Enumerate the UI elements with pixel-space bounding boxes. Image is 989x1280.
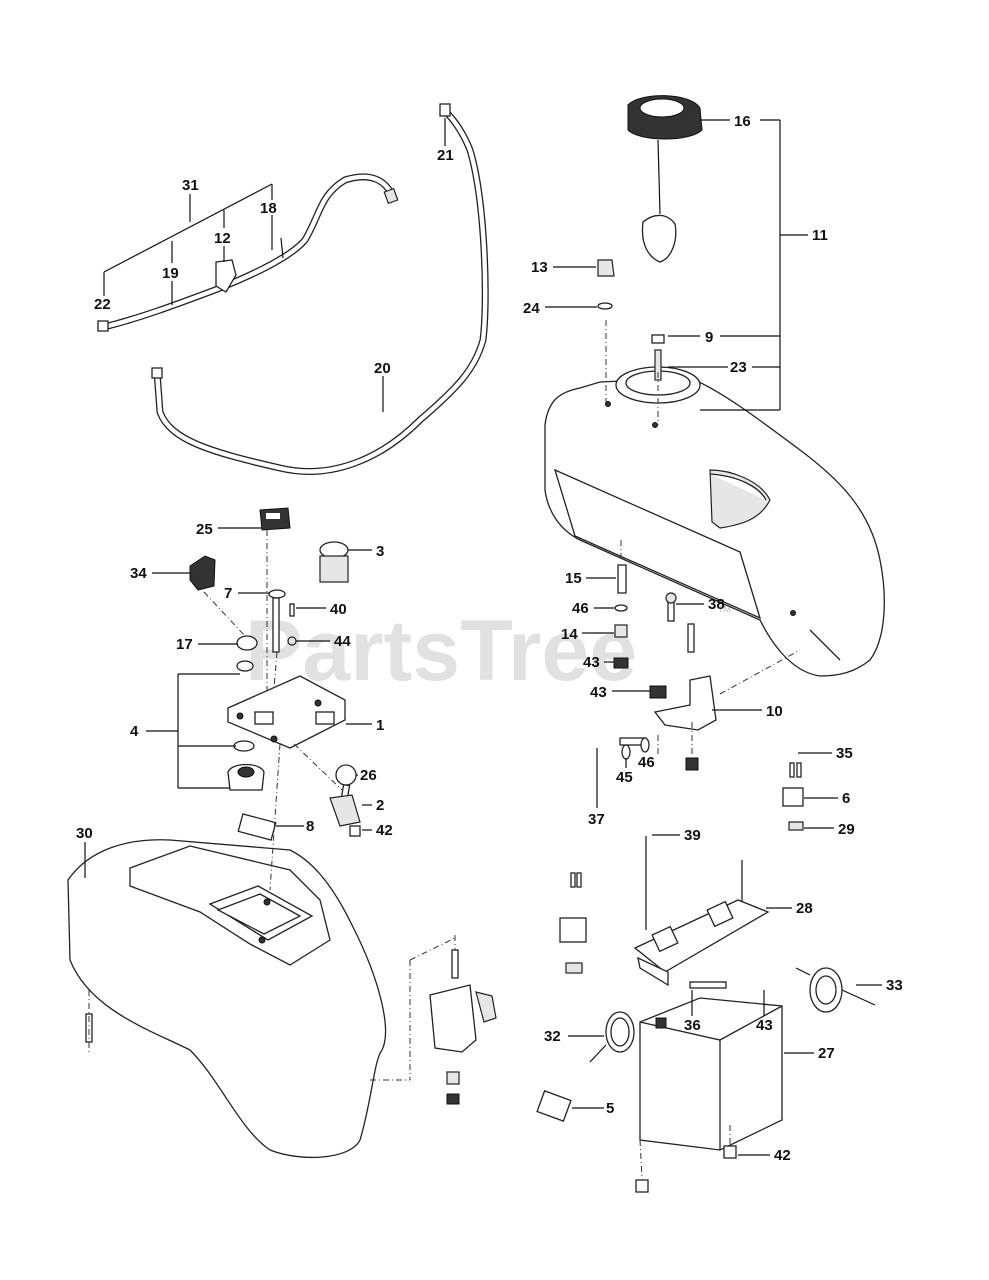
callout-6: 6	[842, 790, 850, 807]
battery-cables	[589, 967, 876, 1063]
callout-1: 1	[376, 717, 384, 734]
callout-13: 13	[531, 259, 548, 276]
callout-7: 7	[224, 585, 232, 602]
callout-8: 8	[306, 818, 314, 835]
callout-42b: 42	[774, 1147, 791, 1164]
callout-9: 9	[705, 329, 713, 346]
callout-28: 28	[796, 900, 813, 917]
callout-42a: 42	[376, 822, 393, 839]
alignment-lines	[88, 320, 801, 1179]
callout-33: 33	[886, 977, 903, 994]
relay-6	[782, 762, 804, 831]
callout-40: 40	[330, 601, 347, 618]
tank-mount-hardware	[613, 564, 717, 771]
nut-42-panel	[349, 825, 361, 837]
callout-26: 26	[360, 767, 377, 784]
switch-8	[237, 813, 277, 841]
callout-27: 27	[818, 1045, 835, 1062]
callout-34: 34	[130, 565, 147, 582]
knob-34	[189, 555, 216, 591]
fuel-cap	[627, 95, 703, 263]
watermark-trademark: TM	[718, 604, 731, 614]
callout-15: 15	[565, 570, 582, 587]
callout-43a: 43	[583, 654, 600, 671]
callout-36: 36	[684, 1017, 701, 1034]
callout-45: 45	[616, 769, 633, 786]
callout-22: 22	[94, 296, 111, 313]
callout-44: 44	[334, 633, 351, 650]
callout-14: 14	[561, 626, 578, 643]
callout-2: 2	[376, 797, 384, 814]
fuel-hose-assembly	[97, 173, 399, 332]
callout-35: 35	[836, 745, 853, 762]
switch-3	[319, 541, 349, 583]
relay-side	[559, 872, 587, 974]
callout-18: 18	[260, 200, 277, 217]
callout-23: 23	[730, 359, 747, 376]
callout-32: 32	[544, 1028, 561, 1045]
callout-4: 4	[130, 723, 139, 740]
callout-17: 17	[176, 636, 193, 653]
seat-mount-bracket	[85, 949, 497, 1105]
fuel-tank	[544, 366, 885, 677]
knob-7	[268, 589, 286, 653]
callout-31: 31	[182, 177, 199, 194]
switch-5	[536, 1090, 572, 1122]
battery-holddown-nuts	[635, 1145, 737, 1193]
callout-12: 12	[214, 230, 231, 247]
callout-24: 24	[523, 300, 540, 317]
control-panel	[227, 675, 346, 749]
callout-46a: 46	[572, 600, 589, 617]
callout-leaders	[84, 118, 882, 1156]
callout-30: 30	[76, 825, 93, 842]
throttle-lever-2	[329, 764, 361, 827]
callout-43b: 43	[590, 684, 607, 701]
callout-38: 38	[708, 596, 725, 613]
battery	[639, 981, 783, 1151]
callout-21: 21	[437, 147, 454, 164]
callout-39: 39	[684, 827, 701, 844]
callout-19: 19	[162, 265, 179, 282]
callout-16: 16	[734, 113, 751, 130]
callout-numbers: 31 18 12 19 22 21 20 16 11 13 24 9 23 15…	[76, 113, 903, 1164]
switch-25	[259, 507, 291, 531]
callout-29: 29	[838, 821, 855, 838]
callout-3: 3	[376, 543, 384, 560]
callout-25: 25	[196, 521, 213, 538]
callout-10: 10	[766, 703, 783, 720]
callout-20: 20	[374, 360, 391, 377]
tank-small-parts	[597, 259, 665, 381]
callout-11: 11	[812, 227, 828, 244]
callout-46b: 46	[638, 754, 655, 771]
callout-43c: 43	[756, 1017, 773, 1034]
battery-tray	[633, 836, 770, 987]
seat-pan	[67, 839, 387, 1158]
callout-37: 37	[588, 811, 605, 828]
callout-5: 5	[606, 1100, 614, 1117]
fuel-hose-20	[151, 103, 489, 475]
